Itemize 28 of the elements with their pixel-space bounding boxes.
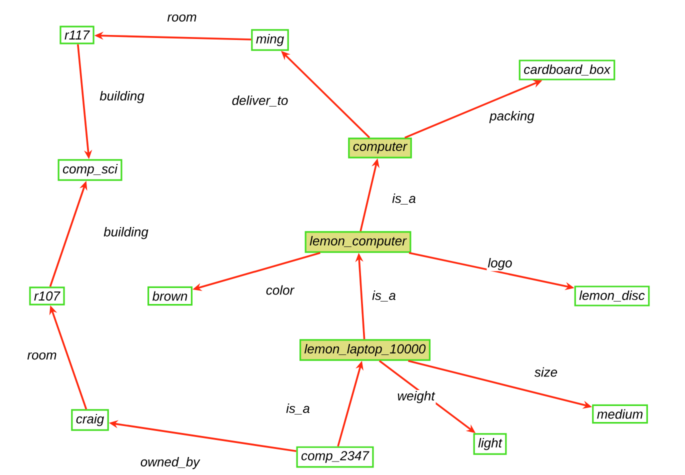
edge-label: is_a bbox=[371, 290, 397, 302]
edge-label: owned_by bbox=[139, 456, 201, 470]
node-box: comp_sci bbox=[58, 159, 122, 181]
node-box: lemon_computer bbox=[304, 231, 412, 253]
edge-label: is_a bbox=[391, 192, 417, 206]
edge-label: room bbox=[166, 13, 198, 23]
node-box: r117 bbox=[60, 26, 94, 44]
node-box: craig bbox=[71, 409, 109, 431]
node-box: medium bbox=[592, 404, 648, 424]
node-box: ming bbox=[251, 29, 289, 51]
edge-label: color bbox=[264, 284, 296, 296]
edge-label: room bbox=[26, 351, 58, 361]
edge-label: packing bbox=[488, 110, 536, 124]
edge-label: size bbox=[533, 366, 559, 378]
node-box: comp_2347 bbox=[296, 446, 374, 468]
node-box: cardboard_box bbox=[518, 60, 616, 80]
node-box: brown bbox=[148, 286, 192, 306]
node-box: r107 bbox=[29, 286, 65, 306]
edge-label: is_a bbox=[285, 402, 311, 416]
node-box: light bbox=[473, 433, 507, 455]
edge-label: building bbox=[98, 90, 146, 104]
edge-label: building bbox=[102, 226, 150, 240]
edge-label: weight bbox=[396, 390, 436, 404]
node-box: computer bbox=[348, 138, 412, 158]
edge-label: deliver_to bbox=[230, 94, 290, 108]
edge-label: logo bbox=[486, 256, 514, 272]
node-box: lemon_laptop_10000 bbox=[299, 339, 431, 361]
node-box: lemon_disc bbox=[574, 286, 650, 306]
